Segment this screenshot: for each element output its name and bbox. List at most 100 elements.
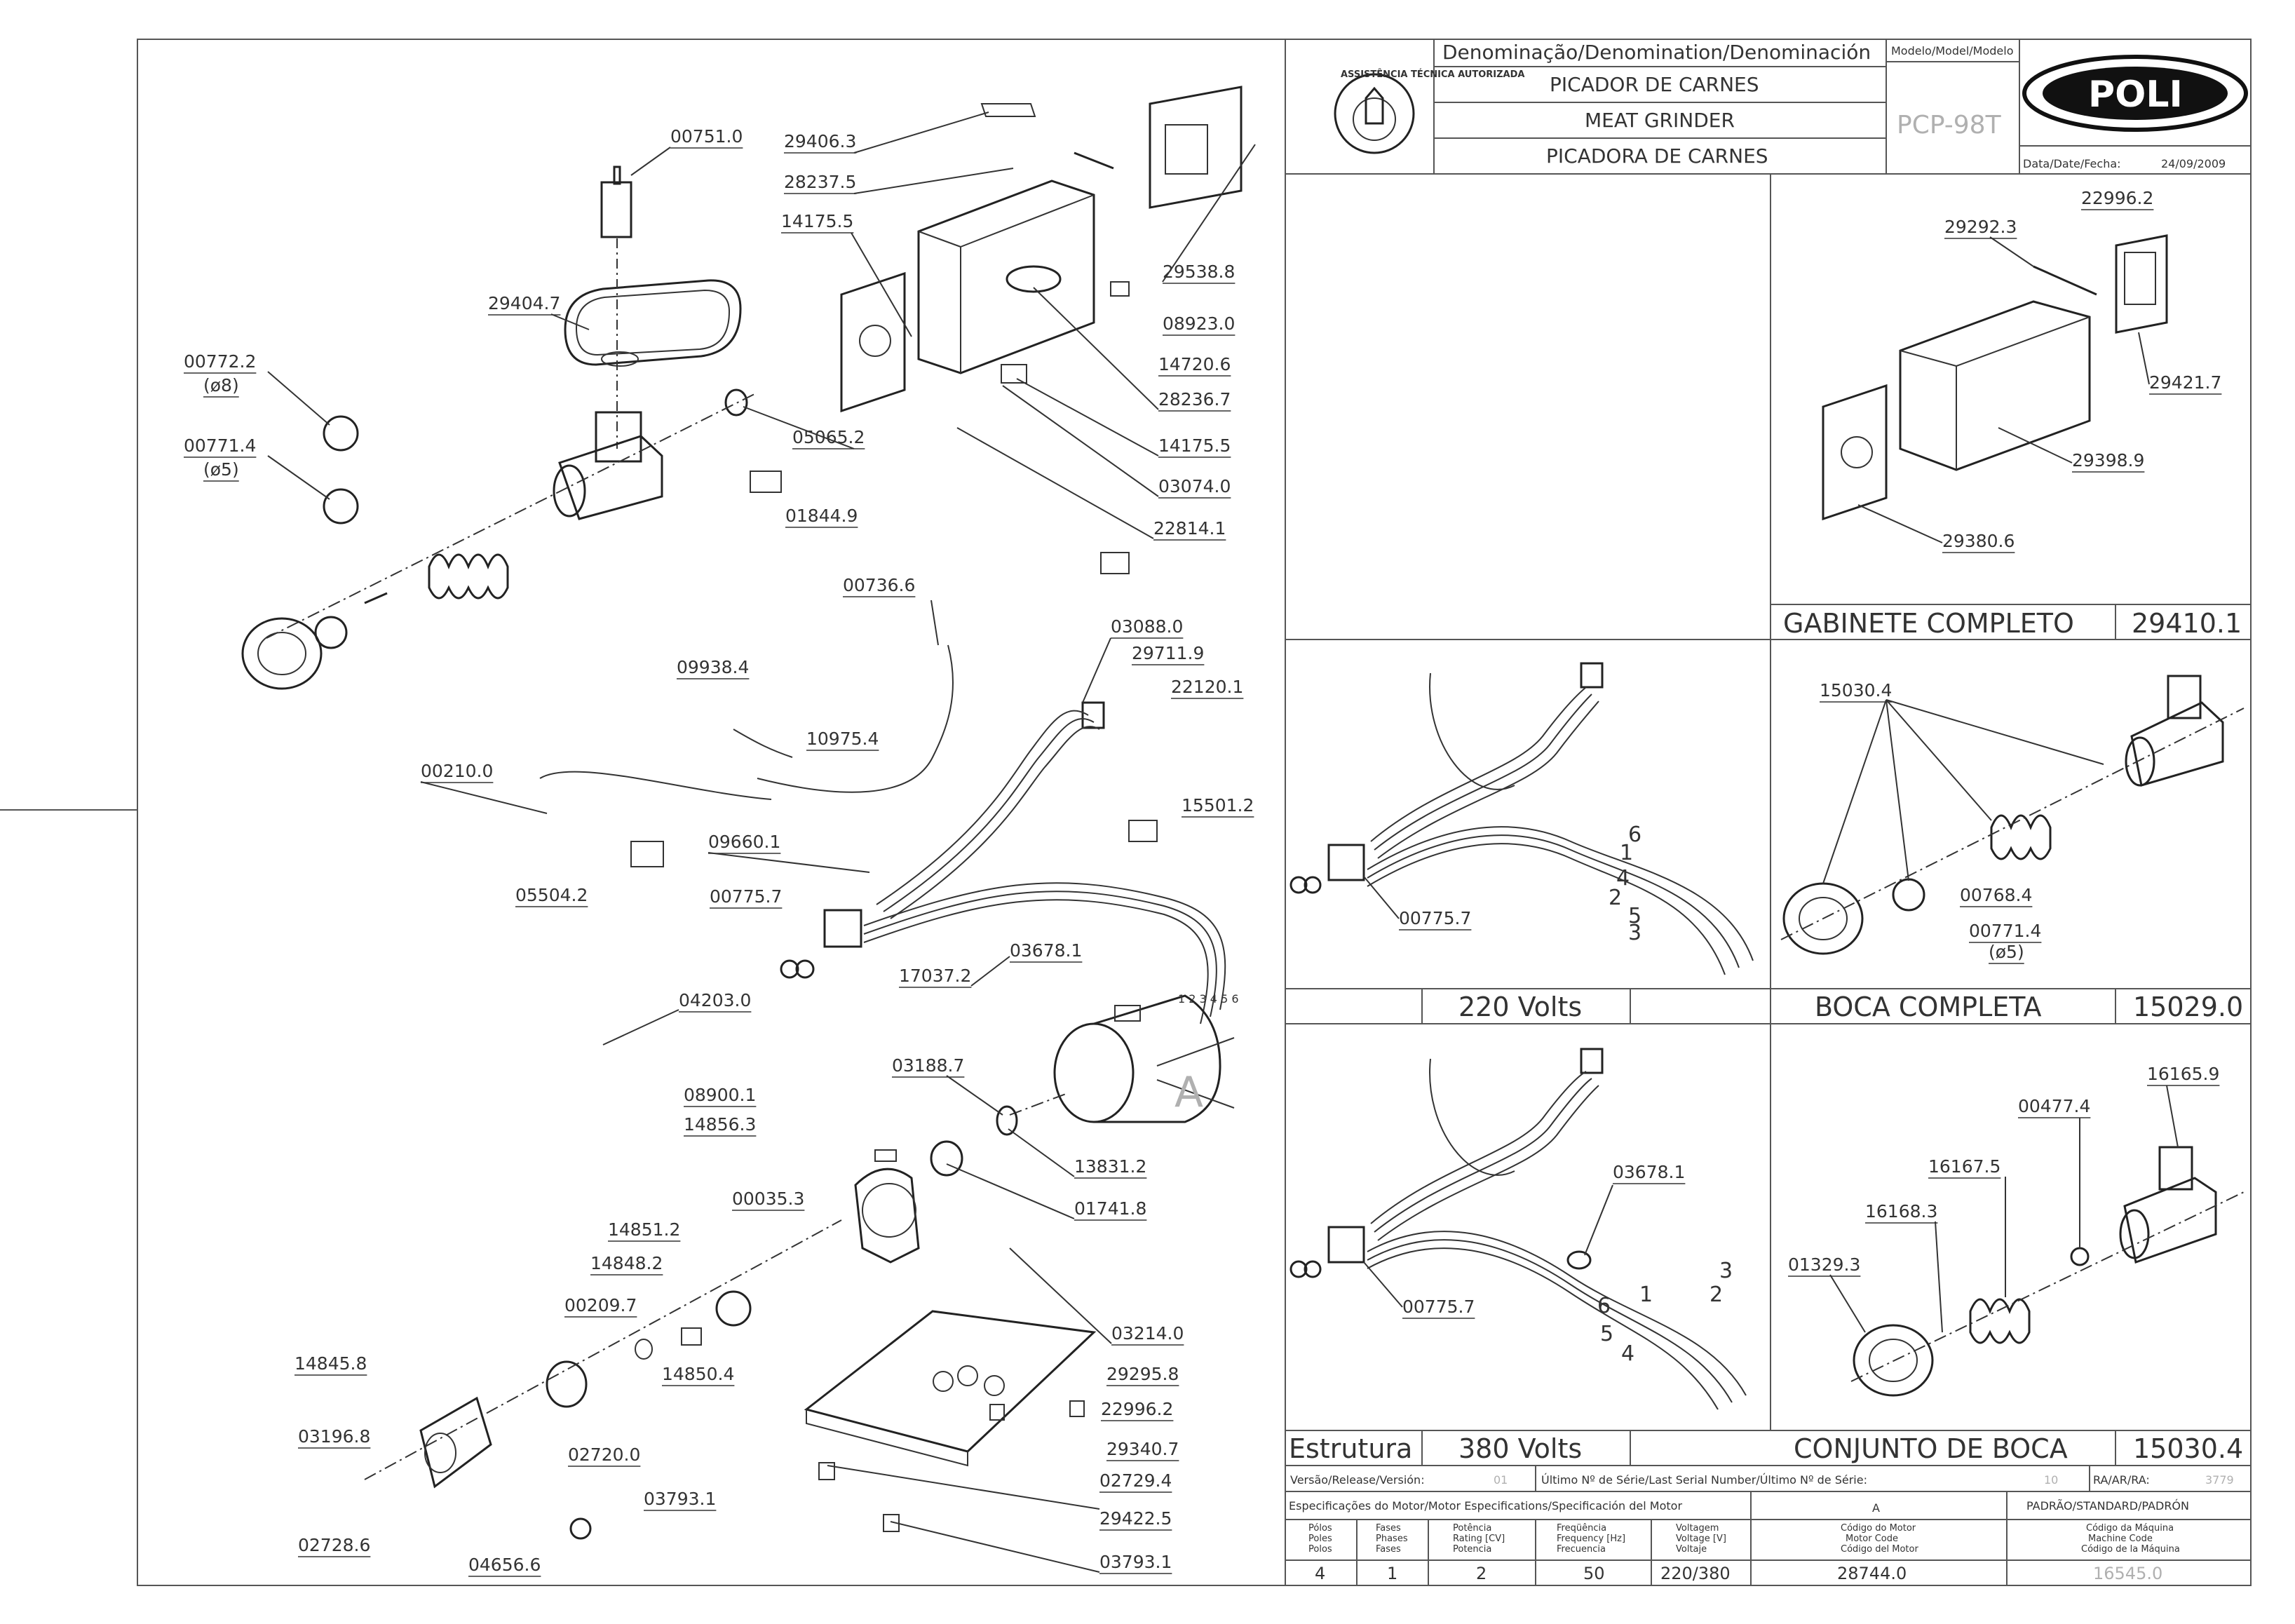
svg-text:Voltagem: Voltagem	[1676, 1523, 1719, 1534]
svg-text:Voltaje: Voltaje	[1676, 1544, 1707, 1555]
main-exploded-drawing: A 1 2 3 4 5 6	[241, 86, 1243, 1540]
part-label: 14856.3	[684, 1114, 756, 1135]
motor-col-a: A	[1872, 1501, 1880, 1515]
mouth-panel-title: BOCA COMPLETA	[1815, 992, 2042, 1022]
svg-text:50: 50	[1583, 1564, 1605, 1583]
svg-text:Potencia: Potencia	[1453, 1544, 1491, 1555]
part-label: 08923.0	[1163, 313, 1235, 334]
mouth-detail-drawing	[1780, 675, 2245, 955]
svg-text:Código del Motor: Código del Motor	[1841, 1544, 1918, 1555]
part-label: 03196.8	[298, 1426, 370, 1447]
wire-number: 5	[1600, 1322, 1613, 1346]
part-label: 00209.7	[564, 1295, 637, 1315]
poli-logo: POLI	[2022, 55, 2248, 132]
part-label: 29404.7	[488, 293, 560, 313]
wire-number: 4	[1621, 1341, 1634, 1366]
part-label: 14850.4	[662, 1364, 734, 1384]
part-label: 14175.5	[781, 211, 853, 231]
svg-text:28744.0: 28744.0	[1837, 1564, 1907, 1583]
part-label: 15030.4	[1820, 680, 1892, 701]
svg-text:Frequency [Hz]: Frequency [Hz]	[1557, 1534, 1625, 1544]
serial-value: 10	[2044, 1473, 2058, 1487]
spec-headers: Pólos Poles Polos Fases Phases Fases Pot…	[1308, 1523, 2180, 1555]
part-label: 00768.4	[1960, 885, 2032, 905]
wire-number: 6	[1628, 823, 1641, 847]
wire-number: 1	[1620, 841, 1633, 865]
name-en: MEAT GRINDER	[1585, 109, 1735, 132]
wire-number: 3	[1719, 1259, 1733, 1283]
cabinet-panel-code: 29410.1	[2132, 608, 2242, 639]
part-label: 03074.0	[1158, 476, 1231, 496]
date-value: 24/09/2009	[2161, 157, 2226, 170]
mouth-panel-code: 15029.0	[2133, 992, 2243, 1022]
svg-text:Código da Máquina: Código da Máquina	[2086, 1523, 2174, 1534]
svg-text:Machine Code: Machine Code	[2088, 1534, 2153, 1544]
svg-text:Frecuencia: Frecuencia	[1557, 1544, 1606, 1555]
mouth-set-title: CONJUNTO DE BOCA	[1794, 1433, 2068, 1464]
serial-label: Último Nº de Série/Last Serial Number/Úl…	[1541, 1473, 1867, 1487]
part-label: 03678.1	[1010, 940, 1082, 961]
ra-value: 3779	[2205, 1473, 2234, 1487]
part-label: 04656.6	[468, 1555, 541, 1575]
part-label: 28236.7	[1158, 389, 1231, 410]
svg-text:Freqüência: Freqüência	[1557, 1523, 1606, 1534]
date-label: Data/Date/Fecha:	[2023, 157, 2121, 170]
part-label: 16168.3	[1865, 1201, 1937, 1222]
panel-grid	[1285, 174, 2251, 1466]
part-label: 00210.0	[421, 761, 493, 781]
part-label: 00736.6	[843, 575, 915, 595]
part-label: 02728.6	[298, 1535, 370, 1555]
svg-text:Código do Motor: Código do Motor	[1841, 1523, 1916, 1534]
svg-text:Código de la Máquina: Código de la Máquina	[2081, 1544, 2180, 1555]
part-label: 29380.6	[1942, 531, 2015, 551]
cabinet-panel-title: GABINETE COMPLETO	[1783, 608, 2074, 639]
svg-text:Rating [CV]: Rating [CV]	[1453, 1534, 1505, 1544]
part-label: 02720.0	[568, 1444, 640, 1465]
part-label: 29422.5	[1099, 1508, 1172, 1529]
name-es: PICADORA DE CARNES	[1546, 144, 1768, 168]
part-label: 03088.0	[1111, 616, 1183, 637]
part-label: 03793.1	[644, 1489, 716, 1509]
part-label: 22814.1	[1153, 518, 1226, 539]
part-label: 22120.1	[1171, 677, 1243, 697]
part-label: 16167.5	[1928, 1156, 2000, 1177]
seal-text: ASSISTÊNCIA TÉCNICA AUTORIZADA	[1341, 69, 1524, 80]
svg-text:Potência: Potência	[1453, 1523, 1491, 1534]
svg-text:220/380: 220/380	[1660, 1564, 1731, 1583]
part-label: 14720.6	[1158, 354, 1231, 374]
part-label: 00477.4	[2018, 1096, 2090, 1116]
wire-number: 3	[1628, 921, 1641, 945]
mouth-set-detail-drawing	[1850, 1146, 2245, 1397]
standard-label: PADRÃO/STANDARD/PADRÓN	[2026, 1499, 2189, 1513]
part-label: 00772.2	[184, 351, 256, 372]
part-label: 08900.1	[684, 1085, 756, 1105]
part-label: 03678.1	[1613, 1162, 1685, 1182]
wiring-220-drawing	[1289, 662, 1754, 975]
motor-spec-header: Especificações do Motor/Motor Especifica…	[1289, 1499, 1682, 1513]
authorized-service-seal: ASSISTÊNCIA TÉCNICA AUTORIZADA	[1334, 69, 1524, 154]
part-label: 16165.9	[2147, 1064, 2219, 1084]
part-label: 09660.1	[708, 832, 780, 852]
drawing-border	[137, 39, 2252, 1586]
part-label: 29398.9	[2072, 450, 2144, 471]
part-label: 02729.4	[1099, 1470, 1172, 1491]
mouth-set-code: 15030.4	[2133, 1433, 2243, 1464]
svg-text:Fases: Fases	[1376, 1544, 1401, 1555]
part-label: 29421.7	[2149, 372, 2221, 393]
svg-text:4: 4	[1315, 1564, 1325, 1583]
part-label: 01844.9	[785, 506, 858, 526]
svg-text:Motor Code: Motor Code	[1846, 1534, 1898, 1544]
wiring-220-labels: 00775.7 6 1 4 2 5 3	[1363, 823, 1641, 945]
part-label: 01329.3	[1788, 1254, 1860, 1275]
svg-text:Voltage [V]: Voltage [V]	[1676, 1534, 1726, 1544]
part-label: 05504.2	[515, 885, 588, 905]
part-label: 17037.2	[899, 966, 971, 986]
model-header: Modelo/Model/Modelo	[1891, 44, 2013, 57]
part-label: 29340.7	[1106, 1439, 1179, 1459]
part-label: (ø5)	[1989, 942, 2024, 962]
brand-name: POLI	[2088, 74, 2183, 116]
part-label: 00771.4	[184, 435, 256, 456]
cabinet-detail-drawing	[1822, 234, 2168, 521]
name-pt: PICADOR DE CARNES	[1550, 73, 1759, 96]
svg-text:Fases: Fases	[1376, 1523, 1401, 1534]
